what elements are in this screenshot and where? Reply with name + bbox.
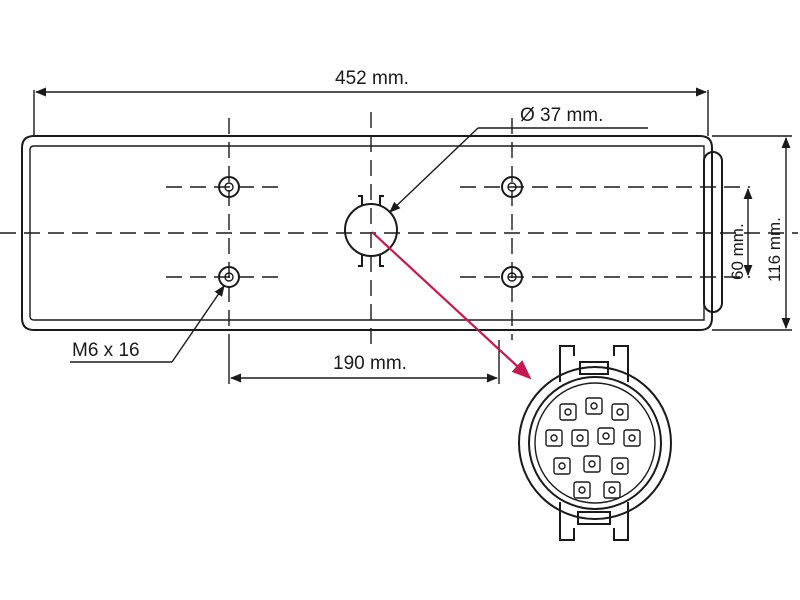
height-label: 116 mm. (765, 217, 784, 282)
bolt-hole-bottom-left (218, 266, 240, 288)
dimension-bolt-spacing: 190 mm. (228, 340, 500, 384)
bolt-vertical-label: 60 mm. (728, 223, 747, 280)
connector-detail (518, 345, 672, 541)
bolt-spacing-label: 190 mm. (333, 353, 407, 374)
dimension-diameter: Ø 37 mm. (389, 105, 648, 213)
bolt-hole-top-right (501, 176, 523, 198)
bolt-size-label: M6 x 16 (72, 340, 140, 361)
center-lines (0, 112, 798, 350)
diameter-label: Ø 37 mm. (520, 105, 603, 126)
bolt-size-callout: M6 x 16 (70, 285, 225, 363)
bolt-hole-bottom-right (501, 266, 523, 288)
dimension-height: 116 mm. (712, 135, 792, 331)
connector-leader-arrow (371, 231, 532, 380)
lamp-housing (21, 135, 723, 331)
length-label: 452 mm. (335, 68, 409, 89)
bolt-hole-top-left (218, 176, 240, 198)
dimension-bolt-vertical: 60 mm. (728, 187, 753, 280)
bolt-holes (218, 176, 523, 288)
dimension-length: 452 mm. (33, 68, 709, 136)
connector-pins (545, 397, 641, 499)
connector-hole (344, 195, 398, 267)
